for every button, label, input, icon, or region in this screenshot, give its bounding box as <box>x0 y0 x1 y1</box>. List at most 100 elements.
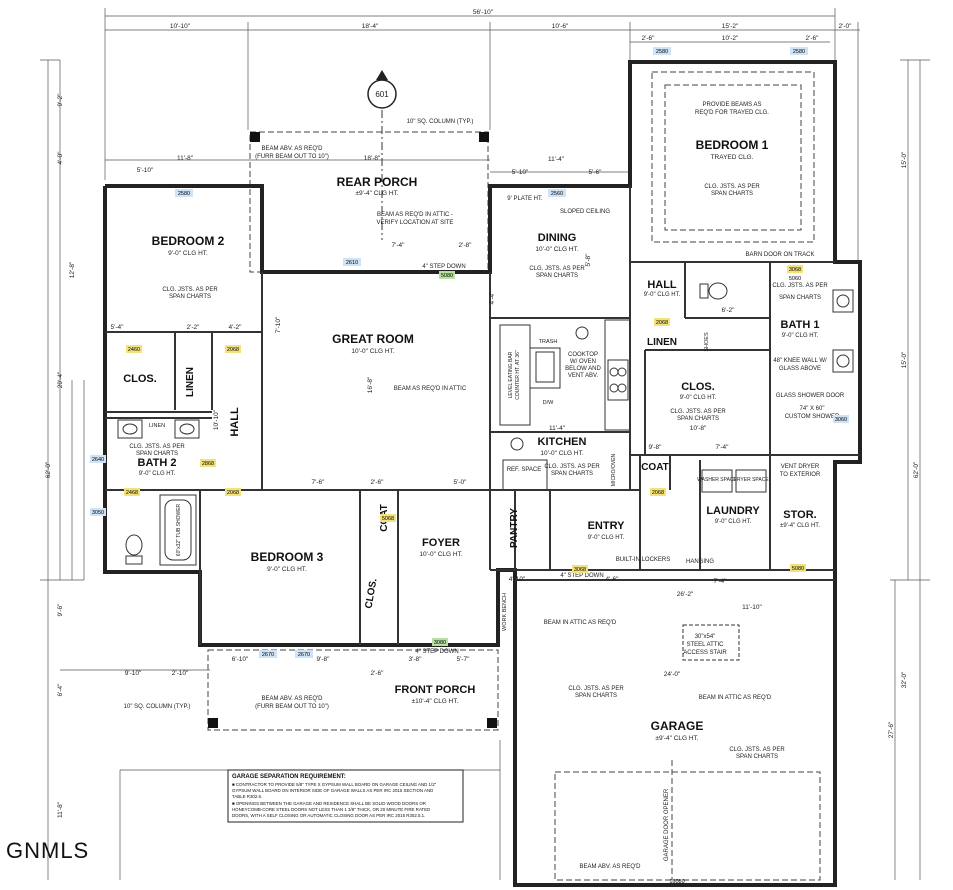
tag-5060: 5060 <box>789 276 801 282</box>
note-hanging: HANGING <box>686 559 714 565</box>
dim-bot7: 5'-7" <box>457 656 471 663</box>
garage-sep-line5: HONEYCOMB-CORE STEEL DOORS NOT LESS THAN… <box>232 807 430 812</box>
room-bath2-clg: 9'-0" CLG HT. <box>139 471 176 477</box>
dim-r1: 5'-10" <box>137 167 154 174</box>
dim-bot2: 2'-10" <box>172 670 189 677</box>
dim-top3: 10'-6" <box>552 23 569 30</box>
note-provide-beams2: REQ'D FOR TRAYED CLG. <box>695 110 769 116</box>
note-built-in: BUILT-IN LOCKERS <box>616 557 671 563</box>
tag-2068d: 2068 <box>654 318 670 326</box>
tag-2460a: 2460 <box>126 345 142 353</box>
room-laundry-clg: 9'-0" CLG HT. <box>715 519 752 525</box>
room-coat-kitchen-name: COAT <box>641 462 669 473</box>
dim-h2: 7'-4" <box>392 242 406 249</box>
tag-2868: 2868 <box>200 459 216 467</box>
note-ref-space: REF. SPACE <box>507 467 542 473</box>
dim-left1: 9'-2" <box>57 93 64 107</box>
note-cooktop: COOKTOP <box>568 352 598 358</box>
tag-2640: 2640 <box>90 455 106 463</box>
plan-notes: 10" SQ. COLUMN (TYP.) BEAM ABV. AS REQ'D… <box>124 102 845 870</box>
front-porch-outline <box>207 649 499 731</box>
note-vent-dryer: VENT DRYER <box>781 464 820 470</box>
section-marker: 601 <box>367 70 397 240</box>
note-beam-abv-reqd: BEAM ABV. AS REQ'D <box>580 864 642 870</box>
note-beam-attic-garage: BEAM IN ATTIC AS REQ'D <box>699 695 772 701</box>
dim-b6: 5'-0" <box>454 479 468 486</box>
room-rear-porch-clg: ±9'-4" CLG HT. <box>355 190 398 197</box>
tag-2460a-text: 2460 <box>128 347 140 353</box>
dim-top6: 2'-6" <box>642 35 656 42</box>
room-dining-clg: 10'-0" CLG HT. <box>535 246 578 253</box>
room-hall-main-name: HALL <box>647 279 677 291</box>
note-clg-jsts-b2: CLG. JSTS. AS PER <box>162 287 218 293</box>
room-clos-left-name: CLOS. <box>123 373 157 385</box>
garage-sep-line4: ■ OPENINGS BETWEEN THE GARAGE AND RESIDE… <box>232 801 426 806</box>
dim-k1: 11'-4" <box>549 425 566 432</box>
room-clos-master-clg: 9'-0" CLG HT. <box>680 395 717 401</box>
tag-2068d-text: 2068 <box>656 320 668 326</box>
note-shoes: SHOES <box>704 332 710 352</box>
dim-k4: 10'-8" <box>690 425 707 432</box>
room-bath1-clg: 9'-0" CLG HT. <box>782 333 819 339</box>
garage-door-outline <box>554 760 821 881</box>
tag-2560-text: 2560 <box>551 191 563 197</box>
room-clos-foyer-name: CLOS. <box>363 577 379 609</box>
dim-left8: 11'-8" <box>57 801 64 818</box>
note-dw: D/W <box>543 400 555 406</box>
tag-5068-text: 5068 <box>382 516 394 522</box>
note-verify: VERIFY LOCATION AT SITE <box>377 220 454 226</box>
tag-5080b: 5080 <box>790 564 806 572</box>
note-tub: 60"x32" TUB SHOWER <box>176 503 182 556</box>
tag-2580a: 2580 <box>175 189 193 197</box>
room-great-room-name: GREAT ROOM <box>332 332 414 346</box>
dim-overall: 56'-10" <box>473 9 494 16</box>
note-custom-shower: 74" X 60" <box>800 406 825 412</box>
dim-b2: 2'-2" <box>187 324 201 331</box>
dim-r3: 18'-8" <box>364 155 381 162</box>
garage-sep-line1: ■ CONTRACTOR TO PROVIDE 5/8" TYPE X GYPS… <box>232 782 437 787</box>
note-washer: WASHER SPACE <box>697 477 737 483</box>
room-entry-clg: 9'-0" CLG HT. <box>588 535 625 541</box>
room-garage-name: GARAGE <box>651 719 704 733</box>
note-clg-jsts-garage2: CLG. JSTS. AS PER <box>729 747 785 753</box>
room-hall-main-clg: 9'-0" CLG HT. <box>644 292 681 298</box>
tag-3080: 3080 <box>432 638 448 646</box>
note-plate: 9' PLATE HT. <box>507 196 543 202</box>
dim-c1: 4'-4" <box>489 291 496 305</box>
tag-2468-text: 2468 <box>126 490 138 496</box>
tag-2670b-text: 2670 <box>298 652 310 658</box>
tag-2068b-text: 2068 <box>227 490 239 496</box>
dim-r5: 11'-4" <box>548 156 565 163</box>
gnmls-logo: GNMLS <box>6 838 90 863</box>
room-linen-left-name: LINEN <box>185 367 196 397</box>
dim-left5: 62'-0" <box>45 461 52 478</box>
note-steel-attic: 30"x54" <box>695 634 716 640</box>
dim-k2: 9'-8" <box>649 444 663 451</box>
note-steel-attic2: STEEL ATTIC <box>686 642 724 648</box>
dim-gr2: 16'-8" <box>367 376 374 393</box>
room-linen-top-name: LINEN <box>647 337 677 348</box>
dim-b1: 5'-4" <box>111 324 125 331</box>
tag-3080-text: 3080 <box>434 640 446 646</box>
room-kitchen-clg: 10'-0" CLG HT. <box>540 450 583 457</box>
dim-right3: 62'-0" <box>913 461 920 478</box>
tag-16080: 16080 <box>669 879 684 885</box>
dim-top2: 18'-4" <box>362 23 379 30</box>
note-custom-shower2: CUSTOM SHOWER <box>785 414 840 420</box>
dim-r2: 11'-8" <box>177 155 194 162</box>
note-sloped: SLOPED CEILING <box>560 209 610 215</box>
room-bedroom3-name: BEDROOM 3 <box>251 550 324 564</box>
room-stor-clg: ±9'-4" CLG HT. <box>780 523 820 529</box>
room-bedroom3-clg: 9'-0" CLG HT. <box>267 566 307 573</box>
dim-top7: 10'-2" <box>722 35 739 42</box>
tag-2640-text: 2640 <box>92 457 104 463</box>
note-glass-door: GLASS SHOWER DOOR <box>776 393 845 399</box>
room-bedroom1-name: BEDROOM 1 <box>696 138 769 152</box>
note-span-garage2: SPAN CHARTS <box>736 754 778 760</box>
dim-bot4: 9'-8" <box>317 656 331 663</box>
dim-top5: 2'-0" <box>839 23 853 30</box>
tag-2068a: 2068 <box>225 345 241 353</box>
dim-top1: 10'-10" <box>170 23 191 30</box>
tag-3050-text: 3050 <box>92 510 104 516</box>
note-vent: VENT ABV. <box>568 373 599 379</box>
